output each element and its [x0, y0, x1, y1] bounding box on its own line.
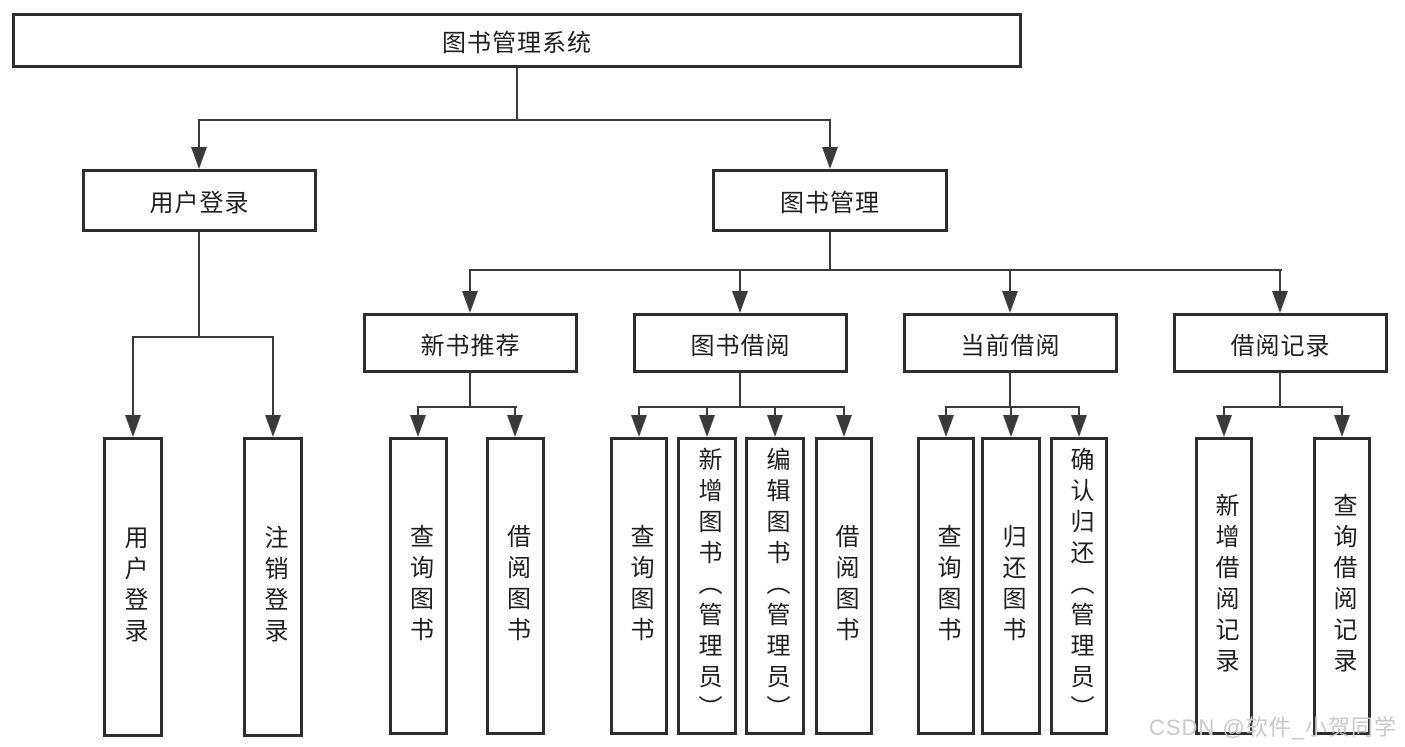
node-current-borrowing: 当前借阅	[903, 313, 1118, 373]
connector-line	[1341, 406, 1343, 417]
node-leaf-borrow-books-recommend: 借阅图书	[486, 437, 545, 735]
node-leaf-user-login: 用户登录	[103, 437, 163, 737]
node-new-book-recommendation: 新书推荐	[363, 313, 578, 373]
connector-line	[198, 232, 200, 338]
node-label: 新增借阅记录	[1211, 493, 1238, 679]
node-leaf-query-books-current: 查询图书	[917, 437, 975, 735]
connector-line	[739, 373, 741, 408]
arrow-down-icon	[125, 415, 141, 437]
node-label: 查询图书	[933, 524, 960, 648]
connector-line	[1279, 373, 1281, 408]
csdn-watermark: CSDN @软件_小贺同学	[1148, 715, 1397, 740]
arrow-down-icon	[767, 415, 783, 437]
arrow-down-icon	[1272, 291, 1288, 313]
node-label: 借阅记录	[1230, 332, 1331, 360]
arrow-down-icon	[1002, 291, 1018, 313]
node-user-login: 用户登录	[82, 169, 317, 232]
node-label: 借阅图书	[831, 524, 858, 648]
node-library-management-system: 图书管理系统	[12, 13, 1022, 68]
arrow-down-icon	[836, 415, 852, 437]
node-label: 查询图书	[626, 524, 653, 648]
connector-line	[198, 119, 831, 121]
connector-line	[417, 406, 517, 408]
arrow-down-icon	[699, 415, 715, 437]
connector-line	[945, 406, 1080, 408]
connector-line	[638, 406, 640, 417]
node-label: 借阅图书	[502, 524, 530, 648]
node-label: 查询借阅记录	[1329, 493, 1356, 679]
node-label: 用户登录	[149, 190, 250, 217]
connector-line	[1078, 406, 1080, 417]
node-label: 当前借阅	[960, 332, 1061, 360]
arrow-down-icon	[191, 147, 207, 169]
node-leaf-logout: 注销登录	[243, 437, 303, 737]
arrow-down-icon	[265, 415, 281, 437]
node-leaf-borrow-books-borrowing: 借阅图书	[815, 437, 873, 735]
connector-line	[706, 406, 708, 417]
arrow-down-icon	[1071, 415, 1087, 437]
connector-line	[132, 336, 134, 417]
connector-line	[1009, 269, 1011, 293]
node-leaf-add-borrow-record: 新增借阅记录	[1195, 437, 1253, 735]
arrow-down-icon	[822, 147, 838, 169]
node-borrowing-records: 借阅记录	[1173, 313, 1388, 373]
arrow-down-icon	[1216, 415, 1232, 437]
connector-line	[272, 336, 274, 417]
connector-line	[1223, 406, 1225, 417]
node-leaf-query-books-borrowing: 查询图书	[610, 437, 668, 735]
connector-line	[1009, 373, 1011, 408]
connector-line	[514, 406, 516, 417]
node-label: 确认归还（管理员）	[1066, 446, 1093, 726]
node-label: 图书借阅	[690, 332, 791, 360]
node-book-management: 图书管理	[712, 169, 948, 232]
connector-line	[1279, 269, 1281, 293]
connector-line	[829, 119, 831, 148]
connector-line	[469, 269, 1282, 271]
arrow-down-icon	[732, 291, 748, 313]
connector-line	[469, 373, 471, 408]
node-label: 编辑图书（管理员）	[762, 446, 789, 726]
node-label: 新增图书（管理员）	[694, 446, 721, 726]
arrow-down-icon	[1334, 415, 1350, 437]
connector-line	[739, 269, 741, 293]
connector-line	[1010, 406, 1012, 417]
node-label: 图书管理系统	[442, 30, 592, 57]
connector-line	[945, 406, 947, 417]
arrow-down-icon	[1003, 415, 1019, 437]
connector-line	[843, 406, 845, 417]
node-label: 用户登录	[120, 525, 147, 649]
node-leaf-edit-book-admin: 编辑图书（管理员）	[745, 437, 805, 735]
node-label: 归还图书	[998, 524, 1025, 648]
arrow-down-icon	[462, 291, 478, 313]
connector-line	[774, 406, 776, 417]
connector-line	[417, 406, 419, 417]
arrow-down-icon	[631, 415, 647, 437]
node-leaf-add-book-admin: 新增图书（管理员）	[677, 437, 737, 735]
arrow-down-icon	[938, 415, 954, 437]
connector-line	[198, 119, 200, 148]
node-label: 图书管理	[780, 190, 880, 217]
node-label: 注销登录	[260, 525, 287, 649]
node-leaf-return-book: 归还图书	[981, 437, 1041, 735]
node-label: 查询图书	[405, 524, 433, 648]
connector-line	[829, 232, 831, 271]
node-book-borrowing: 图书借阅	[633, 313, 848, 373]
connector-line	[1223, 406, 1343, 408]
node-leaf-query-borrow-record: 查询借阅记录	[1313, 437, 1371, 735]
arrow-down-icon	[507, 415, 523, 437]
connector-line	[516, 68, 518, 120]
arrow-down-icon	[410, 415, 426, 437]
node-leaf-query-books-recommend: 查询图书	[389, 437, 448, 735]
connector-line	[469, 269, 471, 293]
node-label: 新书推荐	[420, 332, 521, 360]
connector-line	[132, 336, 274, 338]
connector-line	[638, 406, 845, 408]
node-leaf-confirm-return-admin: 确认归还（管理员）	[1050, 437, 1108, 735]
